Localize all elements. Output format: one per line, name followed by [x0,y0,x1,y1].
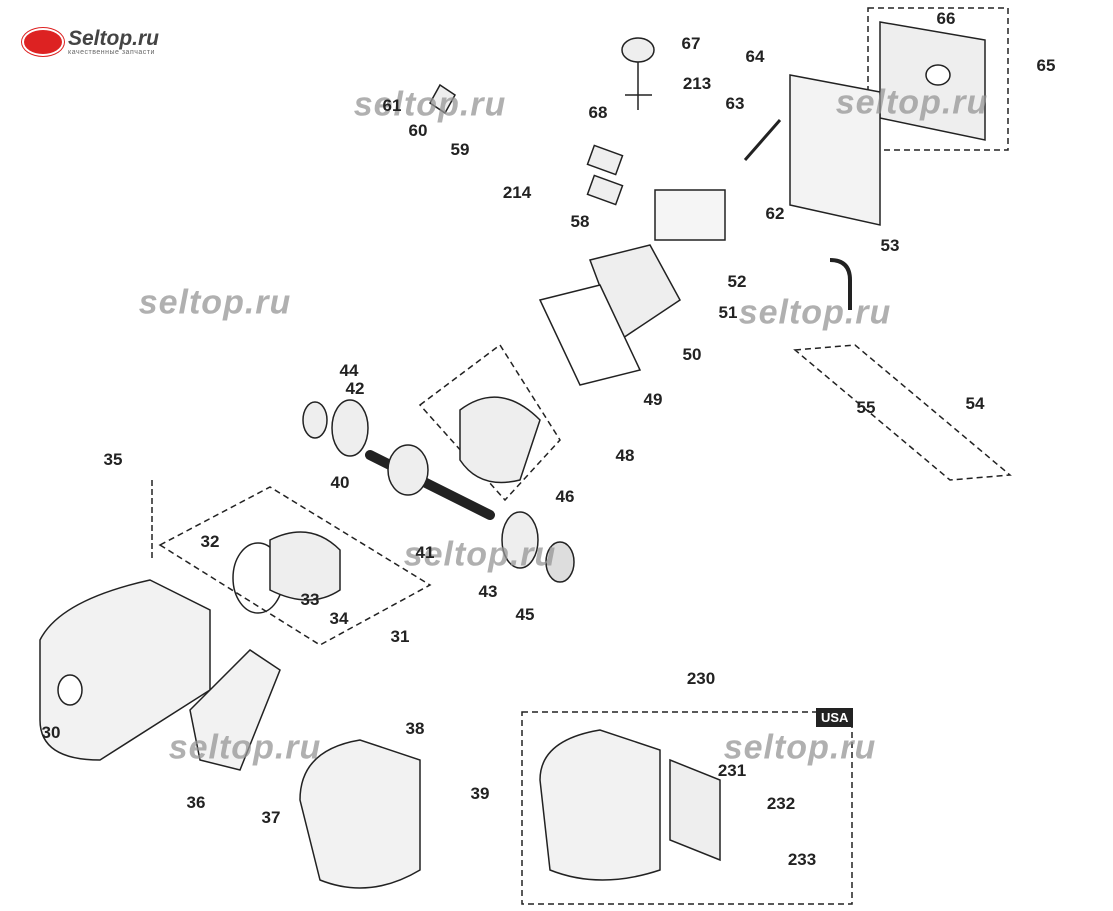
watermark: seltop.ru [353,85,507,124]
part-label: 62 [765,204,785,223]
part-label: 59 [450,140,470,159]
part-label: 41 [415,543,435,562]
part-label: 40 [330,473,350,492]
usa-badge: USA [816,708,854,727]
part-label: 46 [555,487,575,506]
part-label: 43 [478,582,498,601]
part-label: 30 [41,723,61,742]
watermark: seltop.ru [138,283,292,322]
part-label: 36 [186,793,206,812]
part-label: 63 [725,94,745,113]
part-label: 66 [936,9,956,28]
watermark: seltop.ru [168,728,322,767]
logo-brand: Seltop.ru [68,26,160,50]
crankshaft-group [302,399,575,583]
watermark: seltop.ru [403,535,557,574]
part-label: 49 [643,390,663,409]
part-label: 67 [681,34,701,53]
part-label: 231 [717,761,747,780]
part-label: 68 [588,103,608,122]
part-label: 213 [682,74,712,93]
part-label: 60 [408,121,428,140]
part-label: 233 [787,850,817,869]
part-label: 38 [405,719,425,738]
part-label: 58 [570,212,590,231]
part-label: 33 [300,590,320,609]
part-label: 48 [615,446,635,465]
part-label: 230 [686,669,716,688]
air-filter-group [789,7,1009,226]
watermark: seltop.ru [723,728,877,767]
logo-tagline: качественные запчасти [68,48,155,56]
part-label: 55 [856,398,876,417]
part-label: 31 [390,627,410,646]
part-label: 51 [718,303,738,322]
part-label: 37 [261,808,281,827]
part-label: 35 [103,450,123,469]
part-label: 32 [200,532,220,551]
part-label: 214 [502,183,532,202]
part-label: 50 [682,345,702,364]
intake-group [418,244,1012,502]
part-label: 65 [1036,56,1056,75]
part-label: 45 [515,605,535,624]
seltop-logo: Seltop.ru качественные запчасти [22,28,159,56]
cylinder-group [39,480,432,761]
carburetor-group [429,37,782,241]
muffler-group [189,649,853,905]
part-label: 44 [339,361,359,380]
part-label: 42 [345,379,365,398]
watermark: seltop.ru [835,83,989,122]
fist-logo-icon [22,28,64,56]
watermark: seltop.ru [738,293,892,332]
part-label: 64 [745,47,765,66]
part-label: 54 [965,394,985,413]
part-label: 52 [727,272,747,291]
part-label: 61 [382,96,402,115]
part-label: 232 [766,794,796,813]
part-label: 34 [329,609,349,628]
part-label: 39 [470,784,490,803]
part-label: 53 [880,236,900,255]
